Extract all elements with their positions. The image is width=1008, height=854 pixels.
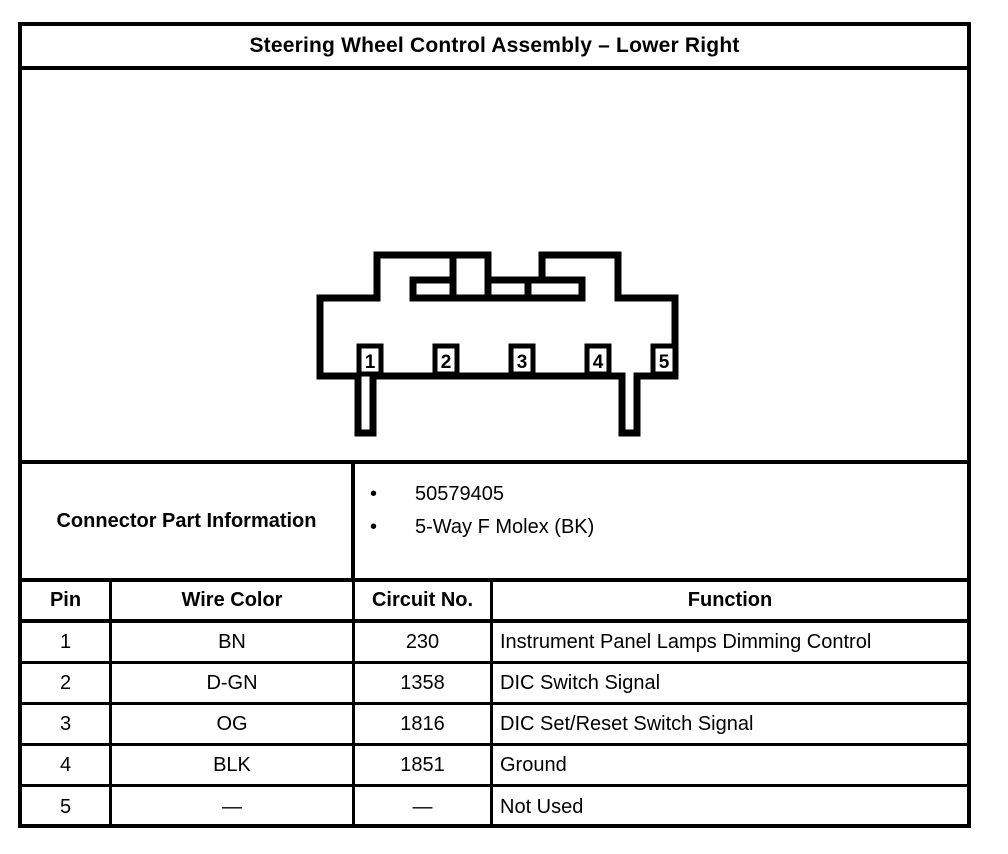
cell-circuit-no: 230 bbox=[355, 623, 493, 661]
cell-function: Not Used bbox=[500, 796, 584, 818]
cell-circuit-no: — bbox=[355, 787, 493, 828]
pin-box-label-2: 2 bbox=[441, 352, 452, 373]
connector-type-value: 5-Way F Molex (BK) bbox=[415, 516, 595, 538]
latch-center-post bbox=[449, 251, 492, 302]
table-header-row: Pin Wire Color Circuit No. Function bbox=[22, 582, 967, 623]
connector-part-information-row: Connector Part Information • 50579405 • … bbox=[22, 464, 967, 582]
cell-function: DIC Switch Signal bbox=[500, 671, 661, 694]
cell-function: Instrument Panel Lamps Dimming Control bbox=[500, 630, 872, 653]
cell-circuit-no: 1358 bbox=[355, 664, 493, 702]
cell-pin: 1 bbox=[22, 623, 112, 661]
latch-right-outer bbox=[538, 251, 622, 302]
table-row: 5 — — Not Used bbox=[22, 787, 967, 828]
column-header-circuit-no: Circuit No. bbox=[355, 582, 493, 619]
pin-box-label-1: 1 bbox=[365, 352, 376, 373]
title-bar: Steering Wheel Control Assembly – Lower … bbox=[22, 26, 967, 70]
cell-wire-color: BN bbox=[112, 623, 355, 661]
bullet-icon: • bbox=[369, 516, 377, 538]
cell-pin: 4 bbox=[22, 746, 112, 784]
pin-box-4: 4 bbox=[584, 343, 612, 377]
cell-pin: 3 bbox=[22, 705, 112, 743]
connector-illustration: 1 2 3 4 5 bbox=[316, 251, 679, 437]
bullet-icon: • bbox=[369, 483, 377, 505]
connector-part-information-label: Connector Part Information bbox=[56, 509, 317, 532]
part-info-bullet-item-2: • 5-Way F Molex (BK) bbox=[355, 511, 967, 544]
cell-circuit-no: 1851 bbox=[355, 746, 493, 784]
part-info-bullet-item-1: • 50579405 bbox=[355, 478, 967, 511]
connector-part-information-label-cell: Connector Part Information bbox=[22, 464, 355, 578]
table-row: 1 BN 230 Instrument Panel Lamps Dimming … bbox=[22, 623, 967, 664]
table-row: 3 OG 1816 DIC Set/Reset Switch Signal bbox=[22, 705, 967, 746]
pin-box-label-3: 3 bbox=[517, 352, 528, 373]
cell-wire-color: D-GN bbox=[112, 664, 355, 702]
part-number-value: 50579405 bbox=[415, 483, 504, 505]
cell-circuit-no: 1816 bbox=[355, 705, 493, 743]
document-frame: Steering Wheel Control Assembly – Lower … bbox=[18, 22, 971, 828]
page-title: Steering Wheel Control Assembly – Lower … bbox=[249, 34, 740, 57]
cell-pin: 5 bbox=[22, 787, 112, 828]
pin-box-5: 5 bbox=[650, 343, 678, 377]
pin-assignment-table: Pin Wire Color Circuit No. Function 1 BN… bbox=[22, 582, 967, 828]
cell-wire-color: BLK bbox=[112, 746, 355, 784]
pin-box-2: 2 bbox=[432, 343, 460, 377]
connector-part-information-list: • 50579405 • 5-Way F Molex (BK) bbox=[355, 464, 967, 578]
cell-function: Ground bbox=[500, 753, 567, 776]
pin-box-group: 1 2 3 4 5 bbox=[356, 343, 678, 377]
cell-function: DIC Set/Reset Switch Signal bbox=[500, 712, 754, 735]
table-row: 4 BLK 1851 Ground bbox=[22, 746, 967, 787]
pin-box-label-5: 5 bbox=[659, 352, 670, 373]
column-header-pin: Pin bbox=[22, 582, 112, 619]
pin-box-label-4: 4 bbox=[593, 352, 604, 373]
table-row: 2 D-GN 1358 DIC Switch Signal bbox=[22, 664, 967, 705]
cell-wire-color: — bbox=[112, 787, 355, 828]
cell-pin: 2 bbox=[22, 664, 112, 702]
pin-box-3: 3 bbox=[508, 343, 536, 377]
column-header-function: Function bbox=[687, 589, 773, 611]
pin-box-1: 1 bbox=[356, 343, 384, 377]
column-header-wire-color: Wire Color bbox=[112, 582, 355, 619]
connector-diagram-panel: 1 2 3 4 5 bbox=[22, 70, 967, 464]
latch-left-outer bbox=[373, 251, 457, 302]
cell-wire-color: OG bbox=[112, 705, 355, 743]
